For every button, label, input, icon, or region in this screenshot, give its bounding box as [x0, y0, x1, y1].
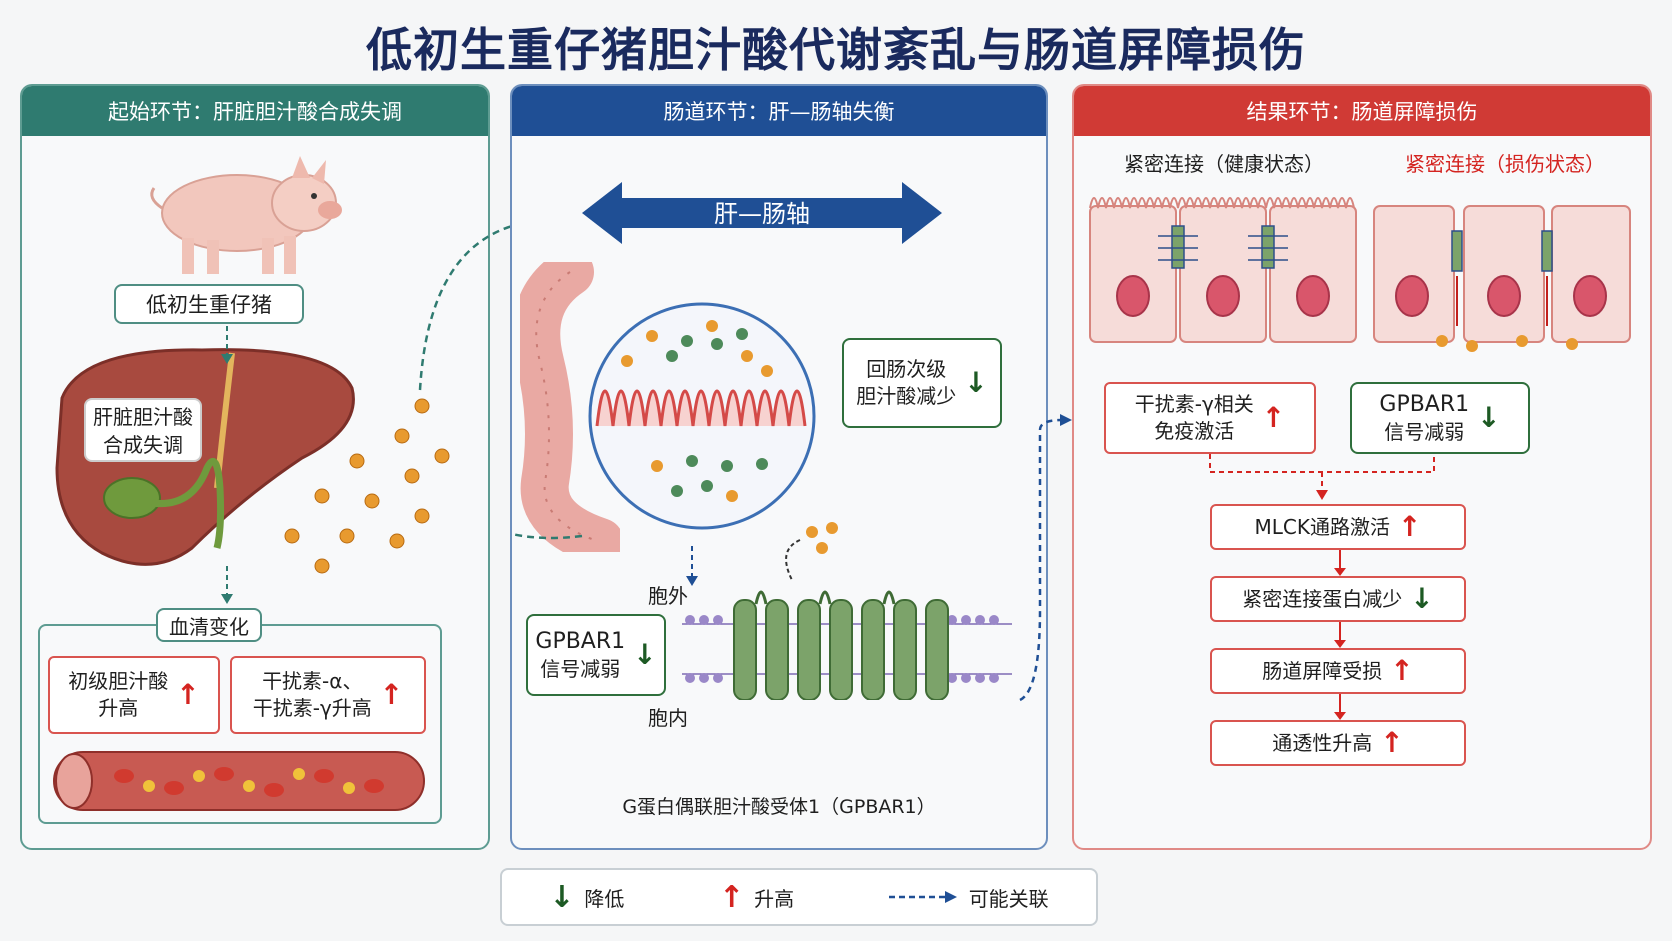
intestine-to-liver-arrow — [512, 532, 583, 540]
intracellular-label: 胞内 — [648, 706, 688, 730]
ileum-secondary-bile-box: 回肠次级 胆汁酸减少 ↓ — [842, 338, 1002, 428]
bile-acid-particles — [284, 398, 450, 574]
step-permeability: 通透性升高 ↑ — [1210, 720, 1466, 766]
up-arrow-icon: ↑ — [379, 678, 404, 712]
interferon-box: 干扰素-α、 干扰素-γ升高 ↑ — [230, 656, 426, 734]
down-arrow-icon: ↓ — [633, 638, 657, 672]
damaged-junction-label: 紧密连接（损伤状态） — [1405, 152, 1605, 176]
serum-title: 血清变化 — [156, 608, 262, 642]
panel-intestine-header: 肠道环节：肝—肠轴失衡 — [512, 86, 1046, 136]
up-arrow-icon: ↑ — [1398, 510, 1422, 544]
zoom-to-receptor-arrow — [686, 546, 698, 586]
step-barrier-damage: 肠道屏障受损 ↑ — [1210, 648, 1466, 694]
panel-initiation: 起始环节：肝脏胆汁酸合成失调 低初生重仔猪 肝脏胆汁酸 合成失调 — [20, 84, 490, 850]
healthy-junction-label: 紧密连接（健康状态） — [1124, 152, 1324, 176]
step-connectors — [1334, 550, 1346, 720]
merge-connector — [1209, 454, 1435, 500]
up-arrow-icon: ↑ — [1390, 654, 1414, 688]
gpbar1-receptor-icon — [682, 522, 1012, 700]
down-arrow-icon: ↓ — [1477, 401, 1501, 435]
panel-intestine: 肠道环节：肝—肠轴失衡 肝—肠轴 回肠次级 胆汁酸减少 ↓ 胞外 胞内 GPBA… — [510, 84, 1048, 850]
liver-gut-axis-label: 肝—肠轴 — [714, 200, 810, 228]
down-arrow-icon: ↓ — [1410, 582, 1434, 616]
damaged-epithelium-icon — [1373, 205, 1631, 352]
up-arrow-icon: ↑ — [1261, 401, 1286, 435]
up-arrow-icon: ↑ — [176, 678, 200, 712]
pig-to-liver-arrow — [221, 326, 233, 364]
pig-icon — [150, 156, 342, 274]
liver-label: 肝脏胆汁酸 合成失调 — [84, 398, 202, 462]
legend-item-up: ↑ 升高 — [718, 879, 795, 915]
legend-item-dashed: 可能关联 — [888, 883, 1049, 912]
villi-zoom-icon — [588, 302, 816, 530]
up-arrow-icon: ↑ — [718, 879, 745, 915]
liver-gut-axis-arrow — [582, 182, 942, 244]
ifn-immune-activation-box: 干扰素-γ相关 免疫激活 ↑ — [1104, 382, 1316, 454]
receptor-caption: G蛋白偶联胆汁酸受体1（GPBAR1） — [622, 796, 936, 818]
intestine-icon — [520, 262, 620, 552]
panel-initiation-header: 起始环节：肝脏胆汁酸合成失调 — [22, 86, 488, 136]
legend: ↓ 降低 ↑ 升高 可能关联 — [500, 868, 1098, 926]
up-arrow-icon: ↑ — [1380, 726, 1404, 760]
gpbar1-signal-box-outcome: GPBAR1 信号减弱 ↓ — [1350, 382, 1530, 454]
liver-to-serum-arrow — [221, 566, 233, 604]
down-arrow-icon: ↓ — [964, 366, 988, 400]
dashed-arrow-icon — [888, 891, 957, 903]
blood-vessel-icon — [53, 751, 425, 811]
legend-item-down: ↓ 降低 — [549, 879, 625, 915]
primary-bile-acid-box: 初级胆汁酸 升高 ↑ — [48, 656, 220, 734]
step-mlck: MLCK通路激活 ↑ — [1210, 504, 1466, 550]
step-tight-junction-protein: 紧密连接蛋白减少 ↓ — [1210, 576, 1466, 622]
page-title: 低初生重仔猪胆汁酸代谢紊乱与肠道屏障损伤 — [366, 23, 1306, 77]
panel-outcome: 结果环节：肠道屏障损伤 紧密连接（健康状态） 紧密连接（损伤状态） 干扰素-γ相… — [1072, 84, 1652, 850]
gpbar1-signal-box-intestine: GPBAR1 信号减弱 ↓ — [526, 614, 666, 696]
receptor-to-immune-arrow — [1019, 414, 1072, 702]
panel-outcome-header: 结果环节：肠道屏障损伤 — [1074, 86, 1650, 136]
extracellular-label: 胞外 — [648, 584, 688, 608]
down-arrow-icon: ↓ — [549, 879, 575, 915]
healthy-epithelium-icon — [1089, 197, 1357, 343]
pig-label: 低初生重仔猪 — [114, 284, 304, 324]
